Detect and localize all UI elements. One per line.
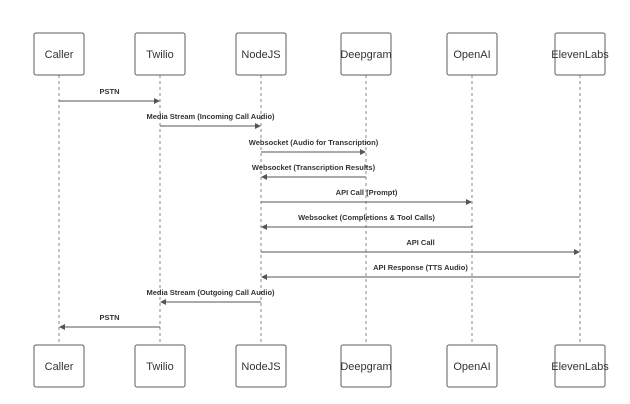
message-4: Websocket (Transcription Results) xyxy=(252,163,376,180)
message-label: Websocket (Transcription Results) xyxy=(252,163,376,172)
arrowhead-icon xyxy=(59,324,65,330)
participant-label: Twilio xyxy=(146,361,174,373)
message-10: PSTN xyxy=(59,313,160,330)
participant-label: NodeJS xyxy=(241,361,280,373)
participant-label: OpenAI xyxy=(453,361,490,373)
lifelines xyxy=(58,75,581,345)
message-label: API Call (Prompt) xyxy=(336,188,398,197)
message-1: PSTN xyxy=(59,87,160,104)
participant-caller-top: Caller xyxy=(33,32,85,76)
message-label: Websocket (Completions & Tool Calls) xyxy=(298,213,435,222)
participant-box xyxy=(235,344,287,388)
participant-elevenlabs-bottom: ElevenLabs xyxy=(551,344,609,388)
participant-label: Caller xyxy=(45,49,74,61)
message-label: Websocket (Audio for Transcription) xyxy=(249,138,379,147)
participant-box xyxy=(134,344,186,388)
message-5: API Call (Prompt) xyxy=(261,188,472,205)
participant-box xyxy=(554,344,606,388)
participant-label: Caller xyxy=(45,361,74,373)
message-label: Media Stream (Incoming Call Audio) xyxy=(146,112,275,121)
message-label: API Call xyxy=(406,238,434,247)
arrowhead-icon xyxy=(360,149,366,155)
participant-box xyxy=(340,344,392,388)
message-9: Media Stream (Outgoing Call Audio) xyxy=(146,288,275,305)
participant-label: ElevenLabs xyxy=(551,49,609,61)
participant-box xyxy=(446,344,498,388)
participant-caller-bottom: Caller xyxy=(33,344,85,388)
participant-label: Twilio xyxy=(146,49,174,61)
participant-openai-bottom: OpenAI xyxy=(446,344,498,388)
arrowhead-icon xyxy=(466,199,472,205)
participant-box xyxy=(235,32,287,76)
message-6: Websocket (Completions & Tool Calls) xyxy=(261,213,472,230)
participant-elevenlabs-top: ElevenLabs xyxy=(551,32,609,76)
message-2: Media Stream (Incoming Call Audio) xyxy=(146,112,275,129)
participant-label: Deepgram xyxy=(340,361,391,373)
participant-deepgram-top: Deepgram xyxy=(340,32,392,76)
participants-top: Caller Twilio NodeJS Deepgram OpenAI ElevenLa… xyxy=(33,32,609,76)
participant-deepgram-bottom: Deepgram xyxy=(340,344,392,388)
message-3: Websocket (Audio for Transcription) xyxy=(249,138,379,155)
participant-label: OpenAI xyxy=(453,49,490,61)
participant-twilio-top: Twilio xyxy=(134,32,186,76)
message-8: API Response (TTS Audio) xyxy=(261,263,580,280)
message-7: API Call xyxy=(261,238,580,255)
arrowhead-icon xyxy=(154,98,160,104)
arrowhead-icon xyxy=(261,274,267,280)
arrowhead-icon xyxy=(261,174,267,180)
participant-twilio-bottom: Twilio xyxy=(134,344,186,388)
participant-box xyxy=(340,32,392,76)
participant-box xyxy=(33,344,85,388)
participant-openai-top: OpenAI xyxy=(446,32,498,76)
participant-box xyxy=(134,32,186,76)
participants-bottom: Caller Twilio NodeJS Deepgram OpenAI ElevenLa… xyxy=(33,344,609,388)
participant-box xyxy=(446,32,498,76)
participant-box xyxy=(33,32,85,76)
arrowhead-icon xyxy=(255,123,261,129)
participant-nodejs-bottom: NodeJS xyxy=(235,344,287,388)
message-label: PSTN xyxy=(99,313,119,322)
arrowhead-icon xyxy=(261,224,267,230)
messages: PSTN Media Stream (Incoming Call Audio) We… xyxy=(59,87,580,330)
participant-label: ElevenLabs xyxy=(551,361,609,373)
arrowhead-icon xyxy=(160,299,166,305)
participant-label: NodeJS xyxy=(241,49,280,61)
participant-nodejs-top: NodeJS xyxy=(235,32,287,76)
participant-label: Deepgram xyxy=(340,49,391,61)
message-label: API Response (TTS Audio) xyxy=(373,263,468,272)
participant-box xyxy=(554,32,606,76)
message-label: Media Stream (Outgoing Call Audio) xyxy=(146,288,275,297)
arrowhead-icon xyxy=(574,249,580,255)
message-label: PSTN xyxy=(99,87,119,96)
